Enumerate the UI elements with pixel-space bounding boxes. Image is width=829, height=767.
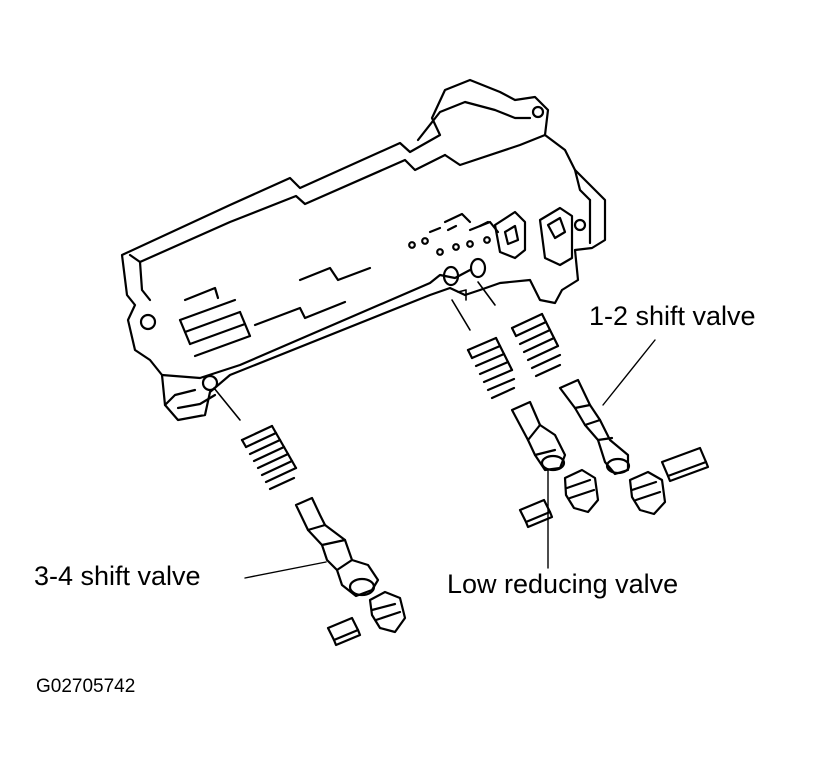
label-1-2-shift-valve: 1-2 shift valve [589,301,756,331]
valve-train-1-2 [510,312,710,516]
leader-3-4 [244,561,327,579]
spring-3-4 [240,424,298,491]
alignment-lines [213,281,496,421]
figure-code: G02705742 [36,676,136,697]
spring-low-reducing [466,336,516,400]
plug-low-reducing [563,468,600,514]
label-low-reducing-valve: Low reducing valve [447,569,679,599]
callout-lines [244,339,656,579]
leader-1-2 [602,339,656,406]
spring-1-2 [510,312,562,378]
retainer-low-reducing [518,498,554,529]
shift-valve-1-2 [558,378,631,476]
label-3-4-shift-valve: 3-4 shift valve [34,561,201,591]
plug-3-4 [368,590,407,634]
plug-1-2 [628,470,667,516]
valve-train-3-4 [240,424,407,647]
valve-train-low-reducing [466,336,600,529]
valve-body-plate [120,78,607,422]
shift-valve-3-4 [294,496,380,598]
low-reducing-valve [510,400,567,472]
retainer-3-4 [326,616,362,647]
retainer-1-2 [660,446,710,483]
